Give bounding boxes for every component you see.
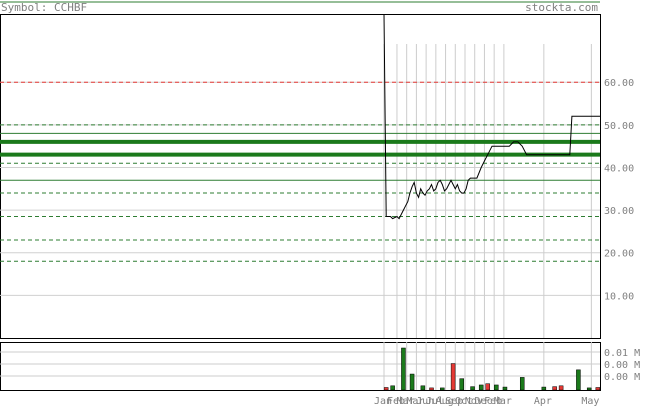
x-tick-label: Aug — [436, 396, 454, 406]
volume-bar — [485, 383, 490, 391]
x-tick-label: Jan — [374, 396, 392, 406]
volume-bar — [429, 387, 434, 391]
x-tick-label: May — [581, 396, 599, 406]
site-label: stockta.com — [525, 1, 598, 14]
volume-bar — [440, 387, 445, 391]
volume-bar — [576, 369, 581, 391]
volume-bar — [383, 387, 389, 391]
volume-bar — [478, 384, 484, 391]
volume-bar — [409, 373, 415, 391]
x-tick-label: Mar — [494, 396, 512, 406]
volume-bar — [459, 378, 465, 391]
volume-bar — [558, 385, 564, 391]
x-tick-label: Sep — [445, 396, 463, 406]
volume-tick-label: 0.01 M — [604, 348, 640, 359]
volume-bar — [494, 384, 499, 391]
volume-bar — [450, 363, 456, 391]
x-tick-label: Mar — [406, 396, 424, 406]
volume-bar — [541, 386, 547, 391]
price-panel-frame — [0, 14, 601, 339]
price-tick-label: 50.00 — [604, 121, 634, 132]
x-tick-label: Jun — [416, 396, 434, 406]
x-tick-label: Oct — [455, 396, 473, 406]
volume-tick-label: 0.00 M — [604, 360, 640, 371]
volume-bar — [470, 386, 475, 391]
volume-panel: 0.01 M0.00 M0.00 M — [0, 342, 640, 391]
volume-bar — [595, 387, 601, 391]
volume-bar — [519, 377, 525, 391]
price-line — [383, 13, 600, 220]
volume-bar — [552, 386, 557, 391]
volume-tick-label: 0.00 M — [604, 372, 640, 383]
volume-bar — [420, 385, 426, 391]
price-tick-label: 20.00 — [604, 249, 634, 260]
price-tick-label: 10.00 — [604, 291, 634, 302]
price-tick-label: 30.00 — [604, 206, 634, 217]
x-tick-label: Dec — [474, 396, 492, 406]
volume-bar — [586, 387, 592, 391]
volume-bar — [502, 386, 508, 391]
volume-panel-frame — [0, 342, 601, 391]
volume-bar — [401, 347, 406, 391]
x-tick-label: Mar — [397, 396, 415, 406]
symbol-label: Symbol: CCHBF — [1, 1, 87, 14]
price-tick-label: 60.00 — [604, 78, 634, 89]
x-tick-label: Jul — [426, 396, 444, 406]
x-tick-label: Apr — [534, 396, 552, 406]
price-panel: 10.00 20.00 30.00 40.00 50.00 60.00 — [0, 1, 634, 339]
x-tick-label: Nov — [465, 396, 483, 406]
volume-bar — [390, 385, 395, 391]
price-tick-label: 40.00 — [604, 163, 634, 174]
x-tick-label: Feb — [484, 396, 502, 406]
x-tick-label: Feb — [387, 396, 405, 406]
